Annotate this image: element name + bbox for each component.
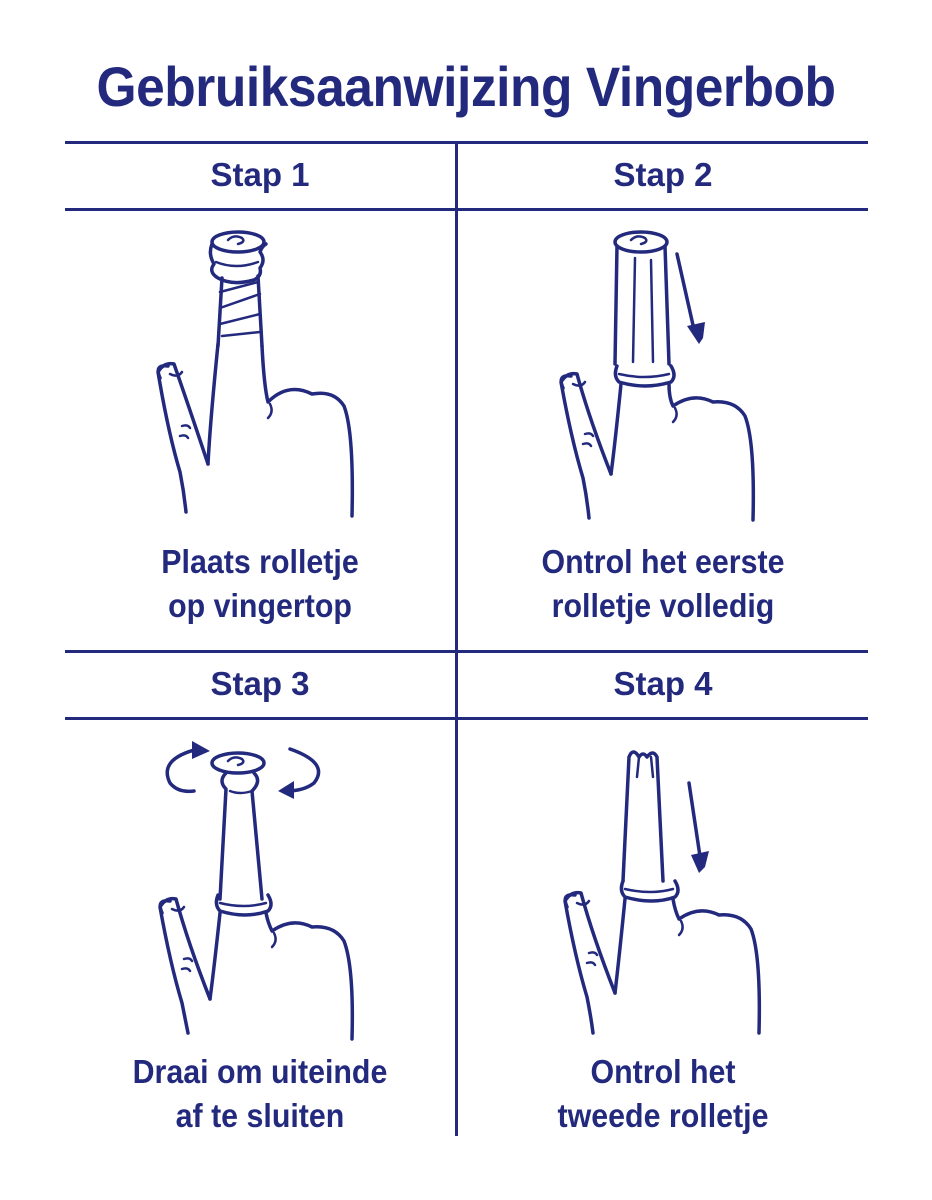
step-3-label: Stap 3 bbox=[210, 665, 310, 702]
step-2-caption: Ontrol het eerste rolletje volledig bbox=[484, 540, 843, 628]
step-1-caption: Plaats rolletje op vingertop bbox=[81, 540, 440, 628]
step-4-caption-line-2: tweede rolletje bbox=[557, 1097, 769, 1134]
divider-header-1 bbox=[65, 208, 868, 211]
hand-unrolled-down-arrow-icon bbox=[553, 226, 768, 522]
step-4-label: Stap 4 bbox=[613, 665, 713, 702]
step-3-caption-line-1: Draai om uiteinde bbox=[132, 1053, 388, 1090]
divider-header-2 bbox=[65, 717, 868, 720]
step-1-label: Stap 1 bbox=[210, 156, 310, 193]
divider-vertical bbox=[455, 141, 458, 1136]
page-title: Gebruiksaanwijzing Vingerbob bbox=[96, 55, 836, 118]
divider-middle bbox=[65, 650, 868, 653]
step-2-caption-line-1: Ontrol het eerste bbox=[541, 543, 785, 580]
hand-rolled-tip-icon bbox=[150, 226, 365, 521]
hand-second-roll-down-arrow-icon bbox=[553, 735, 773, 1035]
step-2-caption-line-2: rolletje volledig bbox=[551, 587, 775, 624]
step-3-caption-line-2: af te sluiten bbox=[175, 1097, 345, 1134]
step-4-caption-line-1: Ontrol het bbox=[590, 1053, 736, 1090]
step-3-caption: Draai om uiteinde af te sluiten bbox=[81, 1050, 440, 1138]
step-4-caption: Ontrol het tweede rolletje bbox=[484, 1050, 843, 1138]
step-1-caption-line-1: Plaats rolletje bbox=[161, 543, 359, 580]
divider-top bbox=[65, 141, 868, 144]
step-1-caption-line-2: op vingertop bbox=[168, 587, 352, 624]
hand-twist-arrows-icon bbox=[150, 735, 370, 1041]
step-2-label: Stap 2 bbox=[613, 156, 713, 193]
